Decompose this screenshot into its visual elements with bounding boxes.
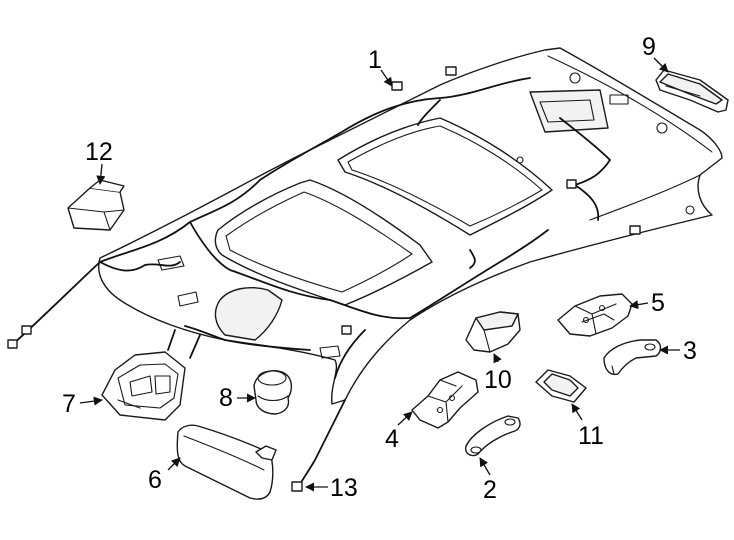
overhead-console-lamp: [101, 351, 186, 421]
lamp-lens: [535, 369, 587, 403]
bracket-left: [411, 371, 479, 429]
callout-11: 11: [578, 422, 604, 450]
callout-13: 13: [330, 474, 358, 502]
wiring-harness: [7, 77, 611, 492]
sun-visor: [176, 424, 277, 500]
grab-handle-lower: [464, 415, 521, 457]
callout-4: 4: [385, 425, 399, 453]
callout-8: 8: [219, 384, 233, 412]
rear-dome-lamp: [655, 69, 729, 113]
callout-9: 9: [642, 33, 656, 61]
sensor-module: [67, 179, 125, 231]
callout-6: 6: [148, 466, 162, 494]
callout-7: 7: [62, 390, 76, 418]
callout-3: 3: [683, 337, 697, 365]
headliner: [98, 47, 723, 405]
callouts: 1 2 3 4 5 6 7 8 9 10 11 12 13: [62, 33, 697, 504]
callout-10: 10: [484, 366, 512, 394]
bracket-right: [557, 293, 633, 337]
reading-lamp: [465, 311, 521, 353]
microphone: [253, 370, 293, 415]
callout-12: 12: [85, 138, 113, 166]
callout-1: 1: [368, 46, 382, 74]
callout-2: 2: [483, 476, 497, 504]
callout-5: 5: [651, 289, 665, 317]
leader-lines: [79, 57, 680, 492]
grab-handle-right: [603, 339, 662, 376]
